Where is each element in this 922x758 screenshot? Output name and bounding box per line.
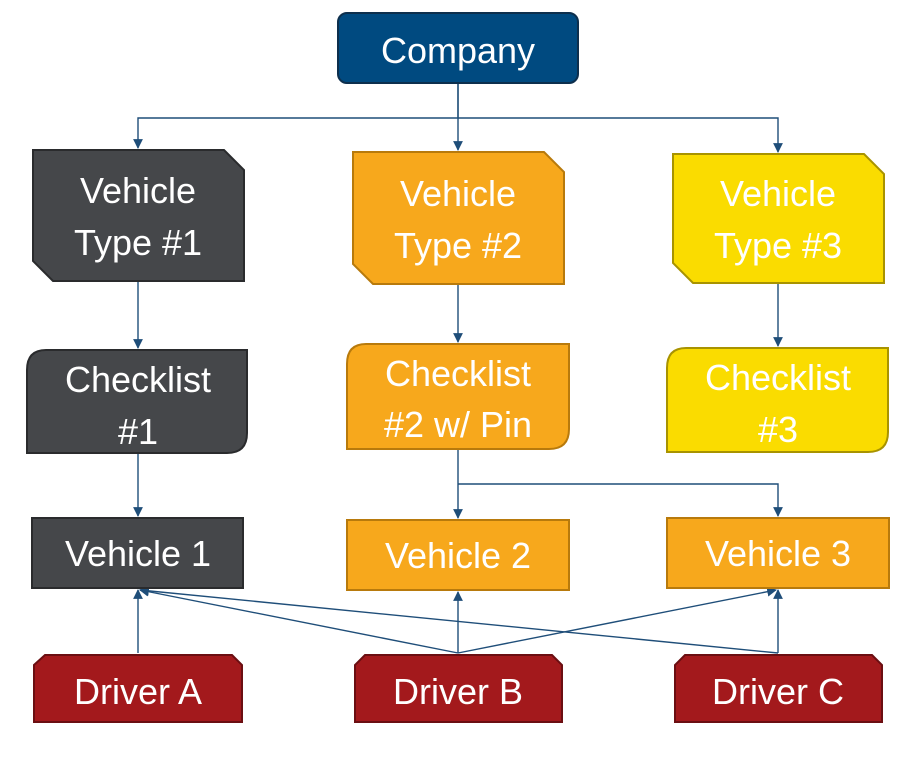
node-vehicle-2-label: Vehicle 2 — [385, 535, 531, 576]
node-driver-a: Driver A — [33, 654, 243, 723]
node-driver-c: Driver C — [674, 654, 883, 723]
node-checklist-1-line-1: Checklist — [65, 359, 211, 400]
edge-driver-b-vehicle-3 — [457, 586, 777, 654]
node-vehicle-type-2: Vehicle Type #2 — [352, 151, 565, 285]
node-vehicle-1: Vehicle 1 — [31, 517, 244, 589]
node-company: Company — [337, 12, 579, 84]
edge-driver-b-vehicle-1 — [139, 586, 459, 654]
node-checklist-2: Checklist #2 w/ Pin — [346, 343, 570, 450]
connectors — [133, 84, 783, 654]
node-driver-b: Driver B — [354, 654, 563, 723]
node-vehicle-type-3-line-2: Type #3 — [714, 225, 842, 266]
node-vehicle-type-2-line-2: Type #2 — [394, 225, 522, 266]
node-vehicle-type-3: Vehicle Type #3 — [672, 153, 885, 284]
node-vehicle-2: Vehicle 2 — [346, 519, 570, 591]
node-driver-b-label: Driver B — [393, 671, 523, 712]
node-vehicle-type-2-line-1: Vehicle — [400, 173, 516, 214]
node-vehicle-3-label: Vehicle 3 — [705, 533, 851, 574]
node-checklist-2-line-1: Checklist — [385, 353, 531, 394]
node-checklist-1: Checklist #1 — [26, 349, 248, 454]
node-checklist-3: Checklist #3 — [666, 347, 889, 453]
node-vehicle-type-1-line-1: Vehicle — [80, 170, 196, 211]
node-vehicle-type-1-line-2: Type #1 — [74, 222, 202, 263]
node-checklist-2-line-2: #2 w/ Pin — [384, 404, 532, 445]
node-company-label: Company — [381, 30, 535, 71]
edge-company-vehicle-type-1 — [133, 84, 459, 149]
node-checklist-1-line-2: #1 — [118, 411, 158, 452]
node-vehicle-3: Vehicle 3 — [666, 517, 890, 589]
node-driver-a-label: Driver A — [74, 671, 202, 712]
node-driver-c-label: Driver C — [712, 671, 844, 712]
node-vehicle-type-3-line-1: Vehicle — [720, 173, 836, 214]
edge-checklist-2-vehicle-3 — [458, 483, 783, 517]
node-checklist-3-line-2: #3 — [758, 409, 798, 450]
edge-driver-c-vehicle-1 — [139, 585, 779, 654]
node-checklist-3-line-1: Checklist — [705, 357, 851, 398]
node-vehicle-type-1: Vehicle Type #1 — [32, 149, 245, 282]
node-vehicle-1-label: Vehicle 1 — [65, 533, 211, 574]
edge-company-vehicle-type-3 — [458, 117, 783, 153]
